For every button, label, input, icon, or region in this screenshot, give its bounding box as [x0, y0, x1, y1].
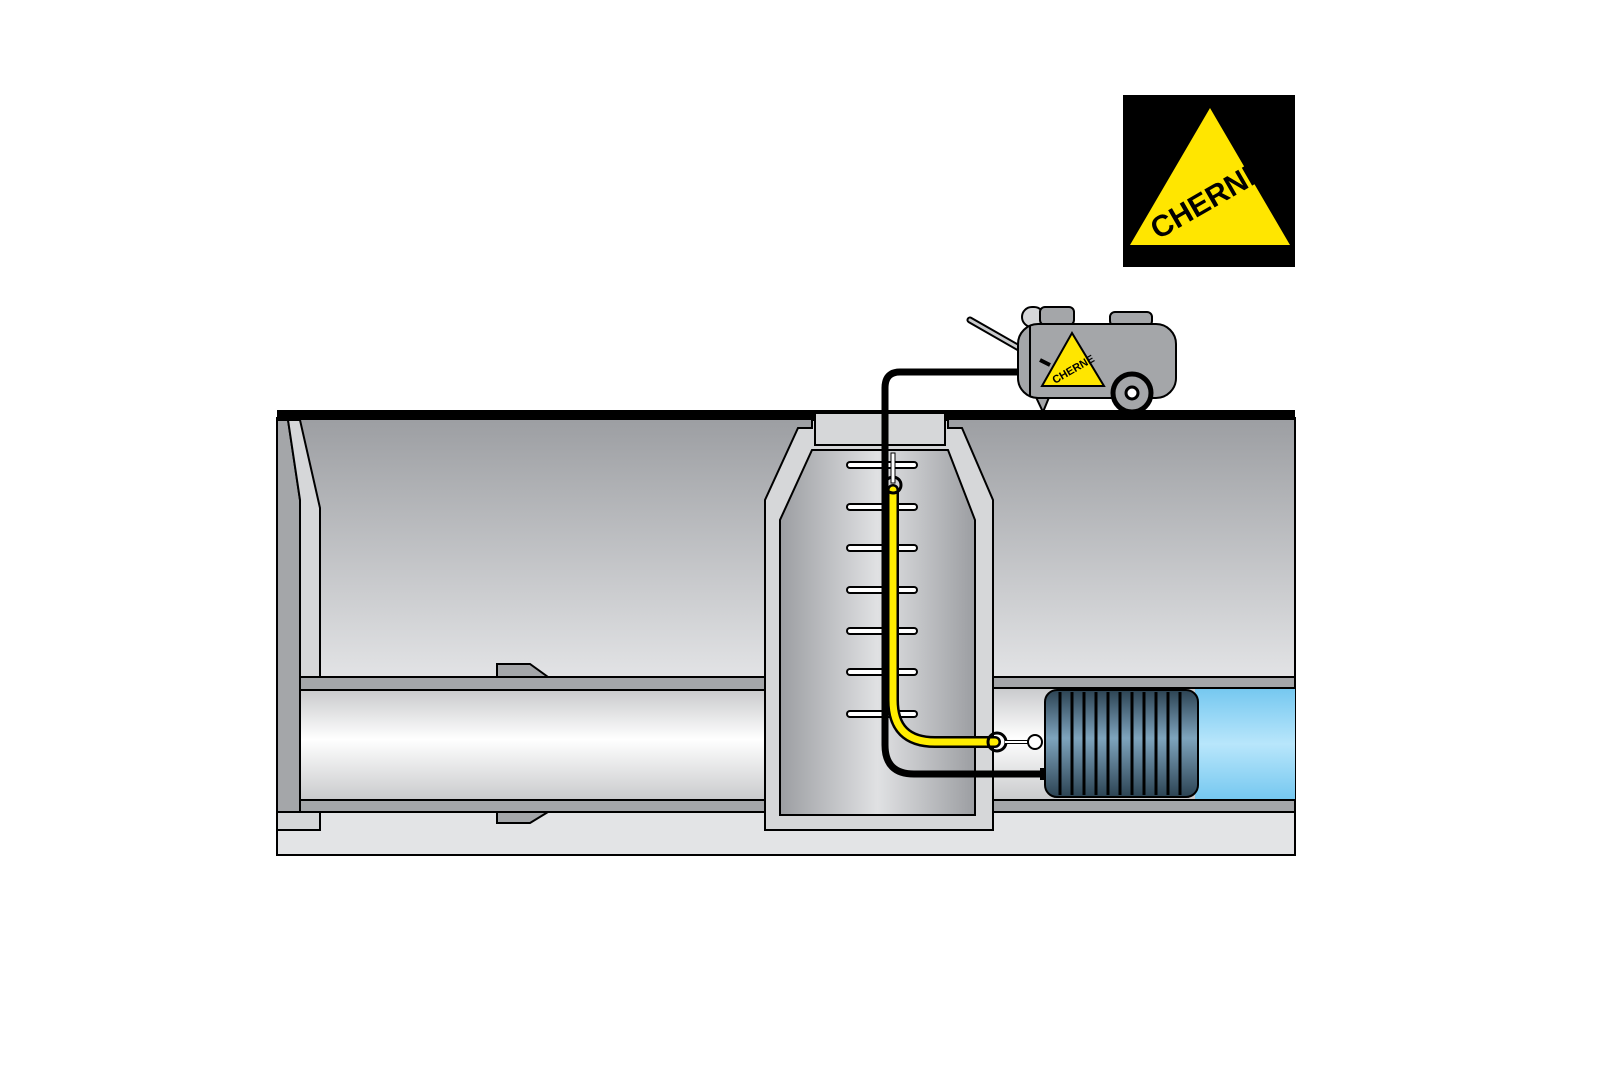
manhole-frame	[814, 412, 946, 446]
ground-surface-line	[277, 410, 1295, 420]
left-sewer-pipe	[299, 663, 784, 824]
center-manhole	[764, 412, 994, 831]
air-inflation-hose	[881, 368, 1042, 778]
air-compressor: CHERNE	[966, 306, 1177, 415]
pipe-bell-joint-top	[496, 663, 552, 678]
water-behind-plug	[1195, 689, 1295, 799]
cherne-logo: CHERNE	[1123, 95, 1295, 267]
inflatable-pipe-plug	[1040, 689, 1199, 798]
left-manhole-wall	[276, 419, 321, 831]
plug-eye-ring	[1027, 734, 1043, 750]
test-line-hose	[883, 452, 1043, 753]
pipe-bell-joint-bottom	[496, 811, 552, 824]
compressor-logo-triangle	[1040, 331, 1106, 387]
